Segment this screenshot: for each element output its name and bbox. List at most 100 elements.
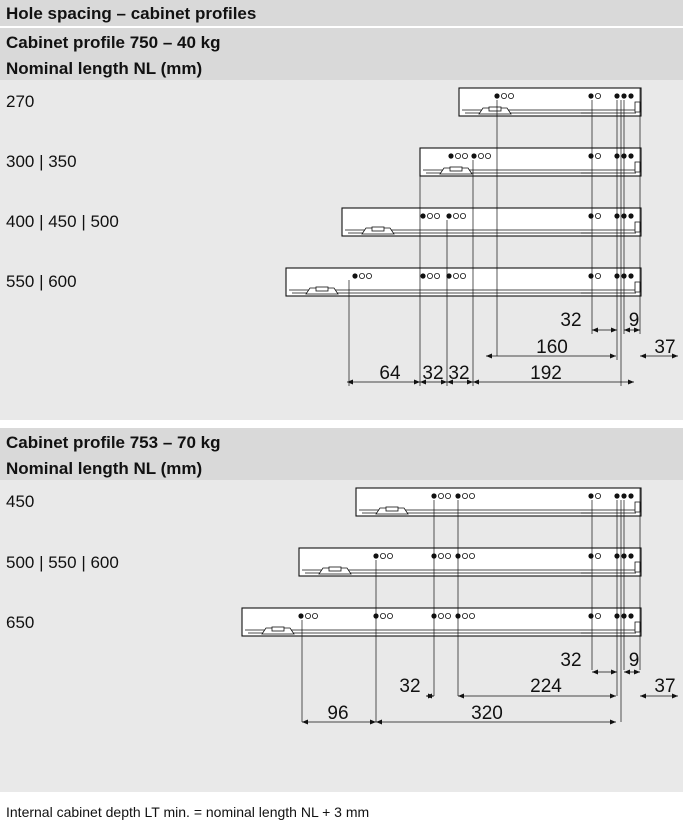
hole-open (437, 553, 444, 560)
dim-32a-arrow (611, 327, 617, 333)
hole-filled (588, 553, 594, 559)
profile-400-500-tab-slot (371, 226, 385, 232)
section1-header-band (0, 28, 683, 80)
hole-filled (628, 553, 634, 559)
hole-filled (628, 93, 634, 99)
hole-filled (420, 273, 426, 279)
hole-filled (446, 273, 452, 279)
hole-filled (373, 553, 379, 559)
hole-open (461, 492, 468, 499)
profile-650-end-cap (634, 621, 641, 633)
hole-open (459, 212, 466, 219)
dim-label-32: 32 (560, 650, 581, 671)
hole-open (468, 613, 475, 620)
dim-192-arrow (473, 379, 479, 385)
dim-37a-arrow (640, 353, 646, 359)
dim-64-arrow (414, 379, 420, 385)
hole-filled (628, 273, 634, 279)
hole-open (595, 152, 602, 159)
dim-160-arrow (486, 353, 492, 359)
section2-row-label: 500 | 550 | 600 (6, 553, 119, 572)
hole-filled (352, 273, 358, 279)
hole-filled (446, 213, 452, 219)
hole-open (595, 93, 602, 100)
dim-label-32: 32 (422, 363, 443, 384)
hole-open (426, 272, 433, 279)
dim-label-37: 37 (654, 337, 675, 358)
dim-label-9: 9 (629, 650, 640, 671)
section1-row-label: 300 | 350 (6, 152, 77, 171)
hole-open (454, 152, 461, 159)
hole-filled (588, 93, 594, 99)
hole-open (444, 613, 451, 620)
hole-filled (298, 613, 304, 619)
section1-heading: Cabinet profile 750 – 40 kg (6, 33, 221, 52)
profile-450-end-cap (634, 501, 641, 513)
profile-550-600-body (285, 267, 642, 297)
dim-192-arrow (628, 379, 634, 385)
hole-open (386, 553, 393, 560)
section1-subheading: Nominal length NL (mm) (6, 59, 203, 78)
dim-32b-arrow (441, 379, 447, 385)
hole-filled (628, 613, 634, 619)
hole-filled (588, 493, 594, 499)
hole-open (433, 212, 440, 219)
section2-row-label: 450 (6, 492, 35, 511)
dim-label-160: 160 (536, 337, 568, 358)
hole-open (452, 212, 459, 219)
hole-open (379, 553, 386, 560)
hole-open (595, 613, 602, 620)
section1-body-band (0, 80, 683, 420)
hole-open (444, 553, 451, 560)
dim-32c-arrow (467, 379, 473, 385)
hole-open (459, 272, 466, 279)
hole-open (365, 272, 372, 279)
dim-32c-arrow (447, 379, 453, 385)
hole-open (461, 613, 468, 620)
dim2-9-arrow (624, 669, 630, 675)
hole-open (437, 613, 444, 620)
section1-row-label: 400 | 450 | 500 (6, 212, 119, 231)
hole-open (484, 152, 491, 159)
profile-500-600-body (298, 547, 642, 577)
page-title: Hole spacing – cabinet profiles (6, 4, 257, 23)
hole-filled (455, 493, 461, 499)
dim-label-32: 32 (448, 363, 469, 384)
hole-open (433, 272, 440, 279)
hole-open (437, 492, 444, 499)
hole-filled (588, 213, 594, 219)
dim2-224-arrow (610, 693, 616, 699)
profile-300-350-end-cap (634, 161, 641, 173)
section1-row-label: 550 | 600 (6, 272, 77, 291)
dim2-320-arrow (610, 719, 616, 725)
dim-9a-arrow (634, 327, 640, 333)
hole-filled (621, 493, 627, 499)
hole-open (461, 152, 468, 159)
hole-filled (621, 93, 627, 99)
dim-160-arrow (610, 353, 616, 359)
hole-filled (614, 493, 620, 499)
hole-open (461, 553, 468, 560)
dim2-320-arrow (376, 719, 382, 725)
hole-open (444, 492, 451, 499)
dim-64-arrow (347, 379, 353, 385)
profile-550-600-end-cap (634, 281, 641, 293)
profile-300-350-tab-slot (449, 166, 463, 172)
dim-37a-arrow (672, 353, 678, 359)
hole-filled (471, 153, 477, 159)
profile-500-600-end-cap (634, 561, 641, 573)
hole-open (595, 553, 602, 560)
dim2-32a-arrow (592, 669, 598, 675)
profile-500-600-tab-slot (328, 566, 342, 572)
dim2-32a-arrow (611, 669, 617, 675)
hole-open (468, 492, 475, 499)
section2-row-label: 650 (6, 613, 35, 632)
section1-row-label: 270 (6, 92, 35, 111)
hole-open (477, 152, 484, 159)
title-band (0, 0, 683, 26)
hole-open (311, 613, 318, 620)
section2-subheading: Nominal length NL (mm) (6, 459, 203, 478)
hole-filled (588, 273, 594, 279)
